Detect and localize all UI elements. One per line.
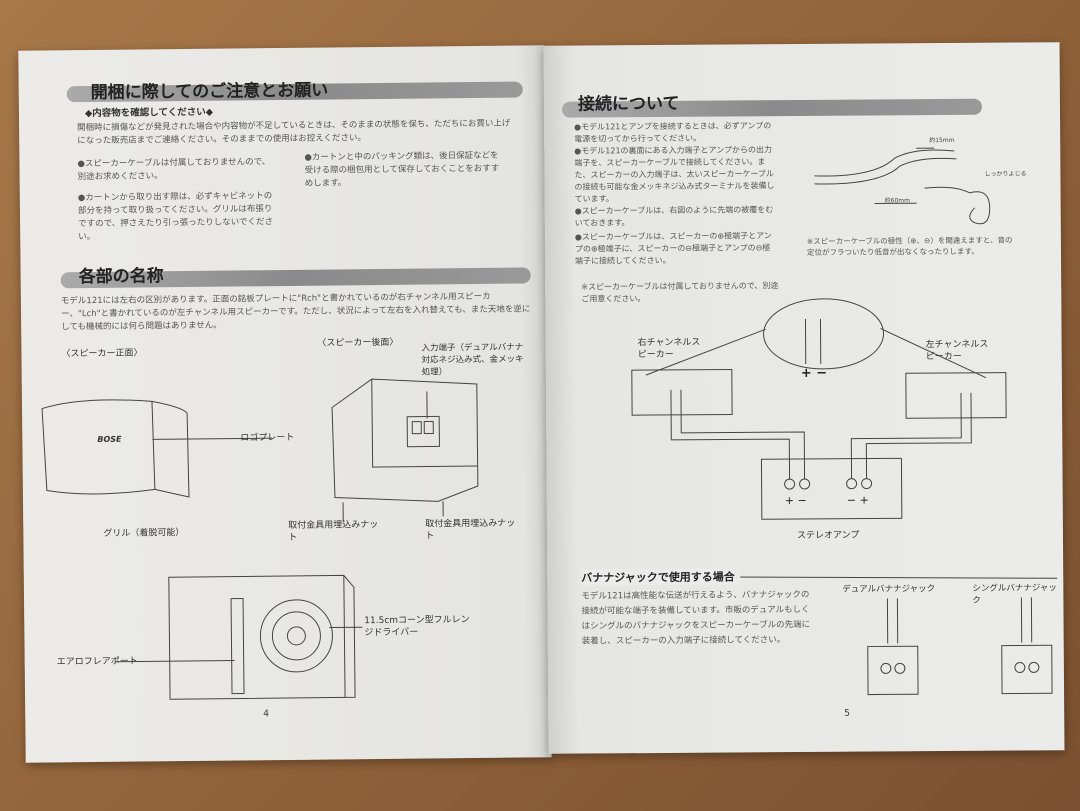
dual-banana-label: デュアルバナナジャック — [842, 584, 936, 595]
polarity-label: + − — [800, 365, 828, 382]
cable-label-twist: しっかりよじる — [984, 170, 1027, 178]
bose-logo: BOSE — [97, 434, 122, 444]
page-number: 5 — [844, 708, 850, 719]
left-page: 開梱に際してのご注意とお願い ◆内容物を確認してください◆ 開梱時に損傷などが発… — [18, 45, 552, 763]
cable-label-split: 約60mm — [884, 197, 910, 205]
callout-driver: 11.5cmコーン型フルレンジドライバー — [364, 615, 470, 639]
cable-label-strip: 約15mm — [929, 136, 955, 145]
banana-text: モデル121は高性能な伝送が行えるよう、バナナジャックの接続が可能な端子を装備し… — [581, 589, 811, 647]
single-banana-label: シングルバナナジャック — [972, 583, 1057, 606]
callout-mount-nut: 取付金具用埋込みナット — [288, 520, 379, 543]
amp-right-terminals: − + — [846, 493, 869, 507]
callout-grille: グリル（着脱可能） — [103, 528, 185, 539]
right-page: 接続について ●モデル121とアンプを接続するときは、必ずアンプの電源を切ってか… — [543, 42, 1065, 754]
callout-mount-nut: 取付金具用埋込みナット — [425, 518, 516, 542]
amp-left-terminals: + − — [784, 493, 807, 508]
callout-aero-port: エアロフレアポート — [56, 656, 138, 668]
section-title-banana: バナナジャックで使用する場合 — [581, 568, 741, 586]
callout-logo-plate: ロゴプレート — [240, 432, 295, 444]
connection-diagrams — [587, 147, 1058, 696]
cable-note: ※スピーカーケーブルの極性（⊕、⊖）を間違えますと、音の定位がフラついたり低音が… — [806, 235, 1013, 257]
page-number: 4 — [263, 709, 270, 720]
speaker-drawings — [41, 378, 479, 700]
amp-label: ステレオアンプ — [796, 530, 860, 542]
left-speaker-label: 左チャンネルスピーカー — [925, 339, 989, 363]
right-speaker-label: 右チャンネルスピーカー — [637, 337, 701, 361]
